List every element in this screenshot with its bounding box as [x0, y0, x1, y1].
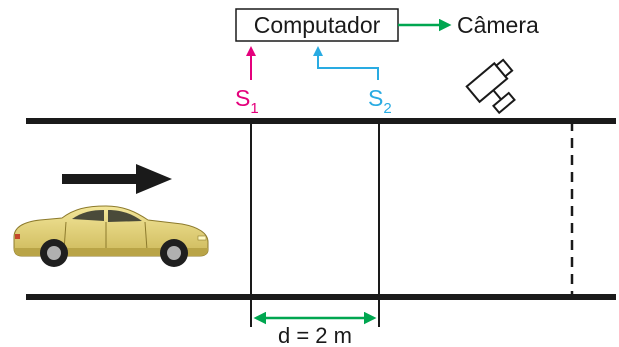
sensor1-label: S1	[235, 85, 259, 117]
right-arrow-icon	[62, 164, 172, 194]
computer-label: Computador	[254, 12, 381, 38]
computer-box: Computador	[235, 8, 399, 42]
camera-label: Câmera	[457, 12, 539, 38]
sensor2-label: S2	[368, 85, 392, 117]
surveillance-camera-icon	[465, 58, 516, 115]
distance-label: d = 2 m	[278, 323, 352, 347]
sensor2-signal-arrow	[313, 46, 379, 80]
car-icon	[13, 205, 209, 267]
